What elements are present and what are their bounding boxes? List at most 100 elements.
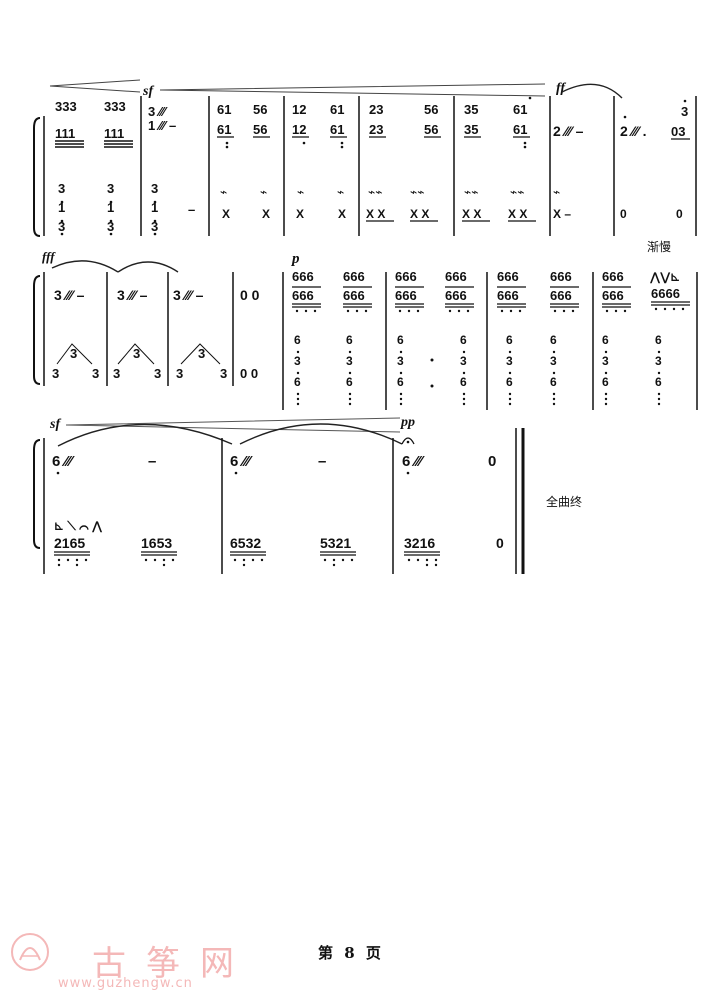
svg-text:–: – [148, 453, 156, 470]
tie-slur [57, 423, 233, 447]
end-marking: 全曲终 [546, 494, 582, 509]
svg-text:X –: X – [553, 207, 571, 221]
svg-text:6: 6 [550, 375, 557, 389]
svg-text:23: 23 [369, 122, 383, 137]
svg-text:3: 3 [346, 354, 353, 368]
svg-text:61: 61 [217, 122, 231, 137]
svg-text:3: 3 [220, 366, 227, 381]
svg-text:12: 12 [292, 122, 306, 137]
svg-text:666: 666 [550, 269, 572, 284]
svg-text:61: 61 [513, 102, 527, 117]
svg-text:0: 0 [488, 453, 496, 470]
svg-text:X X: X X [410, 207, 429, 221]
svg-text:0: 0 [620, 207, 627, 221]
svg-text:3: 3 [198, 346, 205, 361]
svg-text:X X: X X [366, 207, 385, 221]
watermark-url: www.guzhengw.cn [58, 976, 193, 991]
svg-text:⌁⌁: ⌁⌁ [464, 185, 478, 199]
svg-text:3 ⁄⁄⁄ –: 3 ⁄⁄⁄ – [173, 287, 204, 303]
svg-text:61: 61 [513, 122, 527, 137]
tie-slur [51, 260, 119, 273]
svg-text:6 ⁄⁄⁄: 6 ⁄⁄⁄ [52, 453, 76, 470]
watermark-title: 古筝网 [92, 944, 254, 984]
svg-text:3: 3 [107, 219, 114, 234]
svg-text:3: 3 [154, 366, 161, 381]
svg-text:56: 56 [424, 122, 438, 137]
svg-text:0 0: 0 0 [240, 287, 260, 303]
svg-text:3: 3 [92, 366, 99, 381]
svg-text:X X: X X [508, 207, 527, 221]
dynamic-ff: ff [556, 81, 566, 96]
svg-text:3: 3 [176, 366, 183, 381]
octave-dots [225, 96, 532, 149]
svg-text:6: 6 [550, 333, 557, 347]
svg-text:2165: 2165 [54, 535, 85, 551]
svg-text:0: 0 [496, 535, 504, 551]
svg-text:666: 666 [602, 269, 624, 284]
svg-text:35: 35 [464, 122, 478, 137]
svg-text:5321: 5321 [320, 535, 351, 551]
svg-text:3: 3 [397, 354, 404, 368]
svg-text:X X: X X [462, 207, 481, 221]
svg-text:1: 1 [58, 200, 65, 215]
svg-text:6: 6 [655, 333, 662, 347]
svg-text:666: 666 [445, 288, 467, 303]
svg-text:⌁: ⌁ [220, 185, 227, 199]
svg-text:6: 6 [602, 333, 609, 347]
svg-text:⌁: ⌁ [297, 185, 304, 199]
svg-text:6: 6 [294, 375, 301, 389]
svg-text:6: 6 [397, 375, 404, 389]
barlines [221, 428, 525, 574]
svg-text:3: 3 [506, 354, 513, 368]
svg-text:–: – [318, 453, 326, 470]
system-2: fff p 渐慢 3 ⁄⁄⁄ – 3 ⁄⁄⁄ – 3 ⁄⁄⁄ – 0 0 666… [33, 240, 698, 410]
svg-text:6: 6 [506, 333, 513, 347]
svg-text:6532: 6532 [230, 535, 261, 551]
svg-text:6: 6 [397, 333, 404, 347]
svg-text:0: 0 [676, 207, 683, 221]
system-3: sf pp 6 ⁄⁄⁄– 6 ⁄⁄⁄– 6 ⁄⁄⁄0 全曲终 ⊾ ⟍ ⌒ ⋀ 2… [33, 415, 582, 574]
octave-dots [295, 307, 685, 313]
crescendo-hairpin [49, 79, 141, 93]
svg-text:6: 6 [602, 375, 609, 389]
dynamic-pp: pp [400, 415, 415, 430]
note-group: 333 [104, 99, 126, 114]
tempo-marking: 渐慢 [647, 240, 671, 254]
svg-text:666: 666 [292, 269, 314, 284]
dynamic-p: p [290, 251, 300, 267]
svg-text:X: X [222, 207, 230, 221]
octave-dots [57, 558, 438, 567]
grand-staff-brace [33, 117, 41, 237]
svg-text:3: 3 [58, 219, 65, 234]
svg-text:666: 666 [497, 288, 519, 303]
svg-text:0 0: 0 0 [240, 366, 258, 381]
svg-text:1: 1 [151, 200, 158, 215]
note-tremolo: 2 ⁄⁄⁄ – [553, 123, 584, 139]
svg-text:666: 666 [292, 288, 314, 303]
svg-text:⌁⌁: ⌁⌁ [368, 185, 382, 199]
svg-text:56: 56 [253, 102, 267, 117]
svg-text:3: 3 [460, 354, 467, 368]
svg-text:6: 6 [460, 375, 467, 389]
svg-text:61: 61 [330, 122, 344, 137]
lower-staff-chords: 313 313 313 – [58, 181, 195, 234]
svg-text:1: 1 [107, 200, 114, 215]
svg-text:6: 6 [506, 375, 513, 389]
svg-text:3 ⁄⁄⁄ –: 3 ⁄⁄⁄ – [54, 287, 85, 303]
svg-text:3: 3 [655, 354, 662, 368]
svg-text:666: 666 [395, 269, 417, 284]
svg-text:–: – [188, 202, 195, 217]
svg-text:X: X [338, 207, 346, 221]
svg-text:3 ⁄⁄⁄ –: 3 ⁄⁄⁄ – [117, 287, 148, 303]
svg-text:666: 666 [497, 269, 519, 284]
svg-text:6: 6 [346, 375, 353, 389]
note-tremolo: 3 ⁄⁄⁄ [148, 104, 168, 119]
svg-text:⌁: ⌁ [337, 185, 344, 199]
svg-text:⌁⌁: ⌁⌁ [410, 185, 424, 199]
svg-text:3: 3 [113, 366, 120, 381]
upper-staff-tremolos: 3 ⁄⁄⁄ – 3 ⁄⁄⁄ – 3 ⁄⁄⁄ – 0 0 [54, 287, 260, 303]
tie-slur [117, 261, 179, 273]
crescendo-hairpin [159, 83, 546, 97]
